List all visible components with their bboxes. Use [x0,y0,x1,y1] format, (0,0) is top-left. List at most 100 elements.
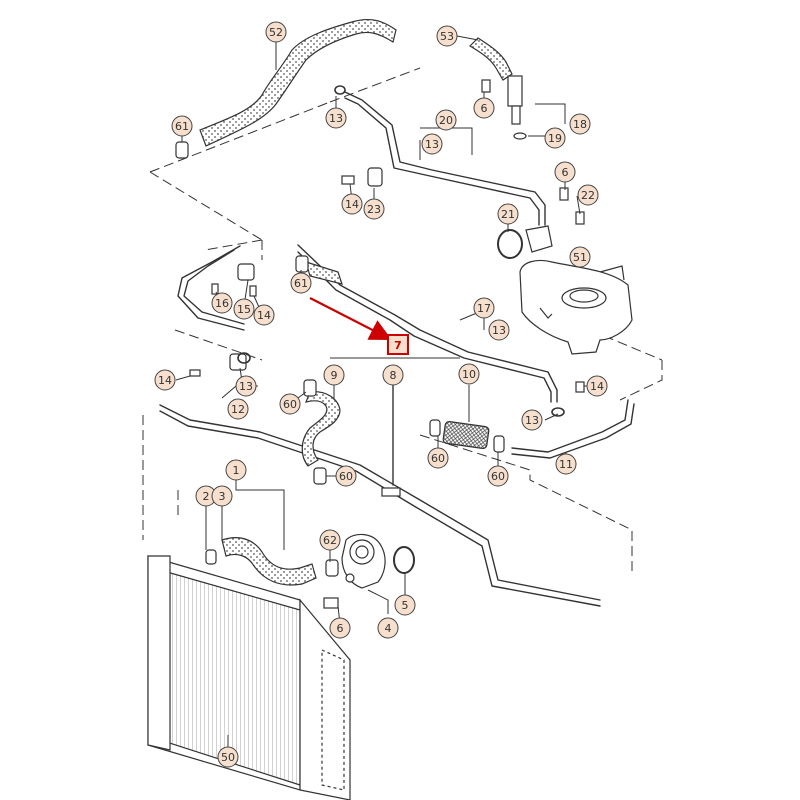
callout-60[interactable]: 60 [335,465,357,487]
bolts [189,79,585,609]
callout-6[interactable]: 6 [473,97,495,119]
callout-19[interactable]: 19 [544,127,566,149]
callout-17[interactable]: 17 [473,297,495,319]
callout-51[interactable]: 51 [569,246,591,268]
callout-label: 5 [402,599,409,612]
hose-7 [305,261,343,285]
callout-label: 62 [323,534,337,547]
thermostat-housing [341,533,386,589]
callout-label: 6 [337,622,344,635]
small-orings [237,85,565,417]
callout-14[interactable]: 14 [341,193,363,215]
callout-7-highlighted[interactable]: 7 [387,334,409,355]
connector-18 [507,75,527,140]
callout-4[interactable]: 4 [377,617,399,639]
callout-16[interactable]: 16 [211,292,233,314]
callout-label: 8 [390,369,397,382]
callout-label: 13 [492,324,506,337]
callout-label: 12 [231,403,245,416]
callout-13[interactable]: 13 [488,319,510,341]
callout-label: 14 [257,309,271,322]
callout-label: 11 [559,458,573,471]
callout-13[interactable]: 13 [235,375,257,397]
callout-label: 50 [221,751,235,764]
callout-13[interactable]: 13 [325,107,347,129]
o-ring-5 [393,546,415,574]
callouts: 52 53 6 18 19 61 13 20 13 6 22 14 23 21 … [154,21,608,768]
callout-label: 16 [215,297,229,310]
callout-label: 52 [269,26,283,39]
callout-9[interactable]: 9 [323,364,345,386]
callout-label: 20 [439,114,453,127]
components [175,75,633,609]
callout-label: 14 [590,380,604,393]
callout-label: 18 [573,118,587,131]
callout-label: 14 [158,374,172,387]
callout-3[interactable]: 3 [211,485,233,507]
callout-5[interactable]: 5 [394,594,416,616]
callout-label: 22 [581,189,595,202]
callout-label: 1 [233,464,240,477]
hose-53 [469,37,513,81]
callout-13[interactable]: 13 [421,133,443,155]
callout-label: 13 [239,380,253,393]
callout-label: 60 [431,452,445,465]
callout-6[interactable]: 6 [554,161,576,183]
callout-label: 61 [294,277,308,290]
callout-label: 13 [425,138,439,151]
callout-label: 60 [283,398,297,411]
callout-53[interactable]: 53 [436,25,458,47]
callout-label: 17 [477,302,491,315]
callout-52[interactable]: 52 [265,21,287,43]
callout-label: 19 [548,132,562,145]
callout-label: 13 [525,414,539,427]
callout-1[interactable]: 1 [225,459,247,481]
callout-20[interactable]: 20 [435,109,457,131]
callout-11[interactable]: 11 [555,453,577,475]
callout-label: 3 [219,490,226,503]
callout-23[interactable]: 23 [363,198,385,220]
callout-18[interactable]: 18 [569,113,591,135]
callout-60[interactable]: 60 [427,447,449,469]
coolant-pipes [159,91,635,607]
callout-14[interactable]: 14 [253,304,275,326]
callout-label: 6 [481,102,488,115]
callout-label: 15 [237,303,251,316]
red-pointer-arrow-icon [309,297,392,341]
callout-label: 60 [339,470,353,483]
callout-50[interactable]: 50 [217,746,239,768]
callout-label: 23 [367,203,381,216]
callout-21[interactable]: 21 [497,203,519,225]
callout-6[interactable]: 6 [329,617,351,639]
callout-label: 53 [440,30,454,43]
callout-label: 4 [385,622,392,635]
callout-60[interactable]: 60 [487,465,509,487]
hoses [199,18,513,586]
callout-14[interactable]: 14 [154,369,176,391]
guide-lines [142,67,663,575]
callout-15[interactable]: 15 [233,298,255,320]
callout-22[interactable]: 22 [577,184,599,206]
expansion-tank [519,259,633,355]
callout-61[interactable]: 61 [290,272,312,294]
callout-10[interactable]: 10 [458,363,480,385]
callout-8[interactable]: 8 [382,364,404,386]
hose-1 [221,537,317,586]
callout-label: 61 [175,120,189,133]
callout-label: 6 [562,166,569,179]
callout-12[interactable]: 12 [227,398,249,420]
callout-label: 13 [329,112,343,125]
filter-10 [442,420,490,450]
radiator [147,555,351,800]
flange-21 [497,225,553,259]
hose-9 [301,391,341,467]
callout-62[interactable]: 62 [319,529,341,551]
callout-label: 9 [331,369,338,382]
callout-14[interactable]: 14 [586,375,608,397]
callout-60[interactable]: 60 [279,393,301,415]
callout-label: 21 [501,208,515,221]
callout-61[interactable]: 61 [171,115,193,137]
callout-13[interactable]: 13 [521,409,543,431]
hose-52 [199,18,397,147]
